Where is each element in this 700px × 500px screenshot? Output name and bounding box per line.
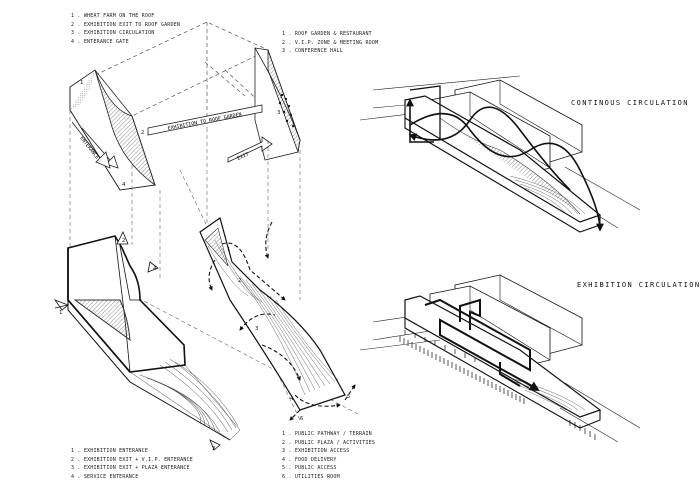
legend-item: 4 . ENTERANCE GATE <box>71 38 129 45</box>
marker: 3 <box>277 110 280 116</box>
legend-item: 4 . FOOD DELIVERY <box>282 456 337 463</box>
marker: 5 <box>347 394 350 400</box>
legend-item: 1 . PUBLIC PATHWAY / TERRAIN <box>282 431 372 437</box>
legend-item: 1 . ROOF GARDEN & RESTAURANT <box>282 31 372 37</box>
legend-item: 4 . SERVICE ENTERANCE <box>71 473 139 480</box>
roof-axonometric <box>69 21 301 191</box>
top-markers: 1 2 3 4 <box>80 80 280 188</box>
legend-item: 1 . WHEAT FARM ON THE ROOF <box>71 13 155 19</box>
marker: 1 <box>227 247 230 253</box>
marker: 1 <box>80 80 83 86</box>
legend-top-left: 1 . WHEAT FARM ON THE ROOF 2 . EXHIBITIO… <box>71 12 180 46</box>
legend-item: 2 . PUBLIC PLAZA / ACTIVITIES <box>282 439 376 446</box>
ground-plan <box>199 217 356 421</box>
marker: 1 <box>59 310 62 316</box>
legend-item: 1 . EXHIBITION ENTERANCE <box>71 448 149 454</box>
marker: 6 <box>300 416 303 422</box>
marker: 4 <box>122 182 126 188</box>
entrance-arrows <box>53 231 221 451</box>
tree-dots <box>278 93 295 128</box>
title-exhibition-circulation: EXHIBITION CIRCULATION <box>577 281 700 289</box>
legend-item: 5 . PUBLIC ACCESS <box>282 465 337 472</box>
marker: 4 <box>290 396 294 402</box>
legend-top-right: 1 . ROOF GARDEN & RESTAURANT 2 . V.I.P. … <box>282 30 378 56</box>
marker: 3 <box>255 326 258 332</box>
title-continuous-circulation: CONTINOUS CIRCULATION <box>571 99 689 107</box>
bottom-left-markers: 1 2 3 4 <box>59 238 215 452</box>
marker: 2 <box>238 278 241 284</box>
legend-bottom-right: 1 . PUBLIC PATHWAY / TERRAIN 2 . PUBLIC … <box>282 430 375 482</box>
marker: 2 <box>141 130 144 136</box>
marker: 3 <box>212 446 215 452</box>
legend-item: 3 . EXHIBITION ACCESS <box>282 448 350 455</box>
building-volume-left <box>67 235 241 441</box>
legend-bottom-left: 1 . EXHIBITION ENTERANCE 2 . EXHIBITION … <box>71 447 193 481</box>
legend-item: 6 . UTILITIES ROOM <box>282 473 340 480</box>
legend-item: 2 . EXHIBITION EXIT + V.I.P. ENTERANCE <box>71 456 193 463</box>
bottom-right-markers: 1 2 3 4 5 6 <box>227 247 350 422</box>
legend-item: 3 . EXHIBITION EXIT + PLAZA ENTERANCE <box>71 465 190 472</box>
marker: 2 <box>122 238 125 244</box>
legend-item: 3 . EXHIBITION CIRCULATION <box>71 30 155 37</box>
continuous-circulation-diagram <box>359 75 641 233</box>
marker: 4 <box>153 266 157 272</box>
label-exit: EXIT <box>236 152 249 162</box>
exhibition-circulation-diagram <box>359 274 641 443</box>
legend-item: 2 . EXHIBITION EXIT TO ROOF GARDEN <box>71 21 181 28</box>
legend-item: 2 . V.I.P. ZONE & MEETING ROOM <box>282 39 379 46</box>
legend-item: 3 . CONFERENCE HALL <box>282 48 343 55</box>
